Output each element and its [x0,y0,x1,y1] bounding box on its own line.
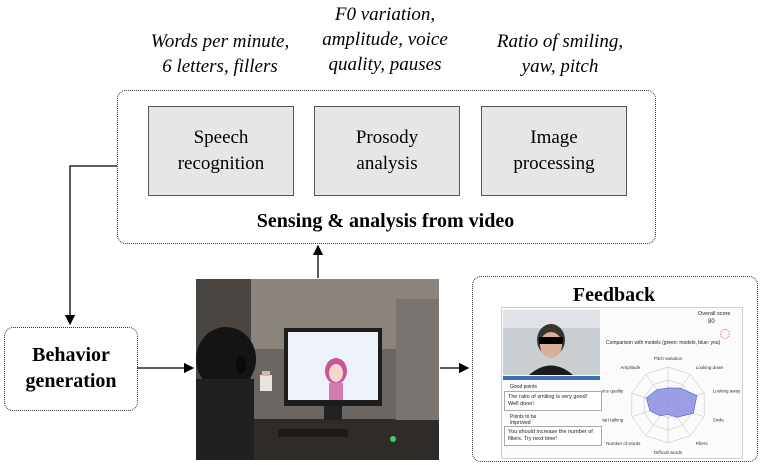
radar-axis-label: Smile [713,418,725,423]
sensing-label: Sensing & analysis from video [256,210,515,232]
good-points-text-2: Well done! [508,401,534,407]
behavior-line2: generation [25,370,117,392]
speech-recognition-module: Speech recognition [148,106,294,196]
image-caption-line2: yaw, pitch [521,56,599,77]
behavior-line1: Behavior [32,344,110,366]
score-badge-icon [720,329,730,339]
radar-axis-label: Looking down [696,365,724,370]
speech-caption-line1: Words per minute, [150,31,290,52]
speech-module-line1: Speech [193,127,249,148]
behavior-generation-box [4,327,138,411]
webcam-toolbar [503,376,600,380]
image-processing-module: Image processing [481,106,627,196]
sensing-analysis-box [117,90,656,244]
prosody-module-line1: Prosody [355,127,419,148]
feedback-screen: Good points The ratio of smiling is very… [501,307,743,459]
improve-text-2: fillers. Try next time! [508,436,557,442]
overall-score-label: Overall score [698,311,731,317]
radar-user-polygon [645,387,698,418]
feedback-box [472,276,758,462]
prosody-caption-line2: amplitude, voice [322,29,448,50]
behavior-generation-label: Behavior generation [4,342,138,394]
image-module-line2: processing [513,153,595,174]
arrow-sensing-to-behavior [64,165,117,326]
speech-caption-line2: 6 letters, fillers [162,56,278,77]
improve-label-1: Points to be [510,414,537,420]
radar-axis-label: Difficult words [654,450,683,455]
prosody-analysis-module: Prosody analysis [314,106,460,196]
radar-axis-label: Pitch variation [654,356,683,361]
prosody-caption-line3: quality, pauses [328,54,442,75]
image-caption-line1: Ratio of smiling, [496,31,624,52]
image-module-line1: Image [530,127,578,148]
radar-axis-label: Looking away [713,388,741,393]
feedback-title: Feedback [572,284,656,306]
good-points-label: Good points [510,384,537,390]
improve-text-1: You should increase the number of [508,429,593,435]
image-caption: Ratio of smiling, yaw, pitch [470,29,650,79]
comparison-title: Comparison with models (green: models, b… [606,340,721,346]
webcam-view [503,310,600,375]
prosody-caption: F0 variation, amplitude, voice quality, … [300,2,470,77]
radar-axis-label: Number of words [606,441,641,446]
user-with-agent-photo [196,279,439,460]
good-points-box: The ratio of smiling is very good! Well … [504,391,602,411]
radar-axis-label: Fillers [696,441,709,446]
improve-label-2: improved [510,420,531,426]
overall-score-value: 80 [708,319,715,325]
improve-box: You should increase the number of filler… [504,426,602,446]
radar-axis-label: Amplitude [620,365,641,370]
prosody-module-line2: analysis [356,153,418,174]
speech-caption: Words per minute, 6 letters, fillers [120,29,320,79]
prosody-caption-line1: F0 variation, [334,4,436,25]
speech-module-line2: recognition [177,153,265,174]
radar-axis-label: Voice quality [602,388,624,393]
good-points-text-1: The ratio of smiling is very good! [508,394,588,400]
